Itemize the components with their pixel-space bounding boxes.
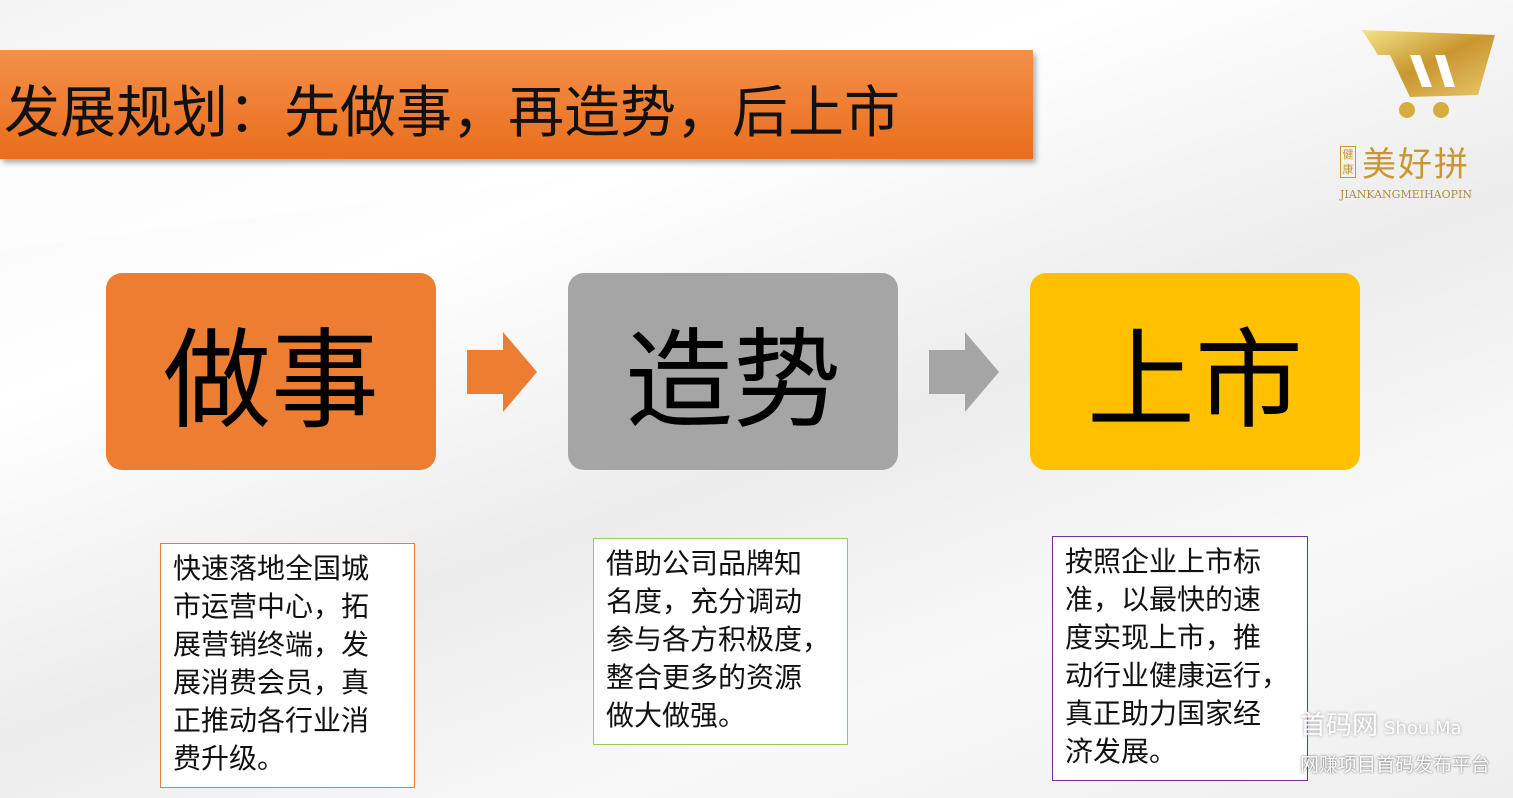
brand-logo: 健康 美好拼 JIANKANGMEIHAOPIN (1340, 25, 1510, 201)
desc-line: 参与各方积极度， (606, 623, 831, 656)
watermark-domain: Shou.Ma (1384, 718, 1462, 739)
background-facet (0, 160, 700, 250)
step-box-1: 做事 (106, 273, 436, 470)
desc-line: 展营销终端，发 (173, 628, 370, 661)
desc-line: 展消费会员，真 (173, 666, 370, 699)
logo-brand-name: 美好拼 (1362, 145, 1470, 185)
step-label: 做事 (162, 318, 379, 444)
desc-line: 市运营中心，拓 (173, 590, 370, 623)
watermark-slogan: 网赚项目首码发布平台 (1300, 754, 1491, 776)
desc-line: 准，以最快的速 (1065, 583, 1262, 616)
desc-line: 正推动各行业消 (173, 704, 370, 737)
page-title: 发展规划：先做事，再造势，后上市 (4, 81, 900, 146)
shopping-cart-logo-icon (1362, 30, 1495, 118)
arrow-right-icon (929, 332, 999, 412)
desc-line: 整合更多的资源 (606, 661, 803, 694)
step-label: 上市 (1086, 318, 1303, 444)
desc-line: 快速落地全国城 (173, 552, 370, 585)
step-box-3: 上市 (1030, 273, 1360, 470)
description-box-2: 借助公司品牌知 名度，充分调动 参与各方积极度， 整合更多的资源 做大做强。 (593, 538, 848, 745)
desc-line: 名度，充分调动 (606, 585, 803, 618)
description-box-1: 快速落地全国城 市运营中心，拓 展营销终端，发 展消费会员，真 正推动各行业消 … (160, 543, 415, 788)
desc-line: 济发展。 (1065, 735, 1178, 768)
desc-line: 真正助力国家经 (1065, 697, 1262, 730)
arrow-right-icon (467, 332, 537, 412)
desc-line: 做大做强。 (606, 699, 747, 732)
title-banner: 发展规划：先做事，再造势，后上市 (0, 50, 1033, 159)
logo-pinyin: JIANKANGMEIHAOPIN (1340, 188, 1473, 201)
desc-line: 度实现上市，推 (1065, 621, 1262, 654)
step-label: 造势 (624, 318, 841, 444)
desc-line: 借助公司品牌知 (606, 547, 803, 580)
logo-badge: 健康 (1340, 145, 1356, 178)
desc-line: 费升级。 (173, 742, 286, 775)
description-box-3: 按照企业上市标 准，以最快的速 度实现上市，推 动行业健康运行， 真正助力国家经… (1052, 536, 1308, 781)
desc-line: 动行业健康运行， (1065, 659, 1290, 692)
watermark-text: 首码网 (1300, 711, 1379, 741)
desc-line: 按照企业上市标 (1065, 545, 1262, 578)
step-box-2: 造势 (568, 273, 898, 470)
